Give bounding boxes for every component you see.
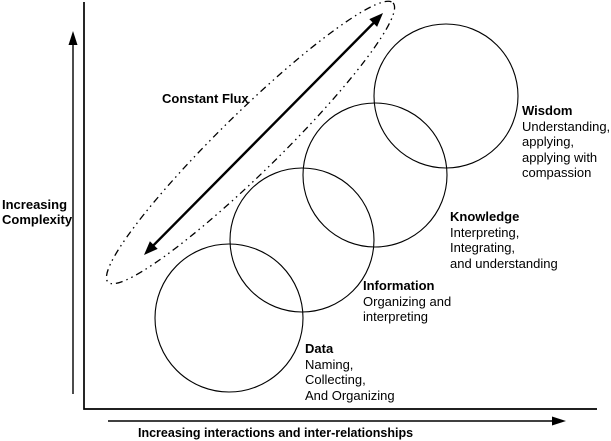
stage-description-line: compassion	[522, 165, 592, 180]
stage-description-line: Interpreting,	[450, 224, 520, 240]
stage-label-data: Data Naming, Collecting, And Organizing	[305, 341, 395, 403]
x-axis-arrowhead-icon	[552, 416, 566, 426]
flux-arrowhead-up-icon	[369, 13, 383, 27]
stage-label-wisdom: Wisdom Understanding, applying, applying…	[522, 103, 610, 181]
stage-description-line: Organizing and	[363, 293, 452, 309]
stage-label-knowledge: Knowledge Interpreting, Integrating, and…	[450, 209, 558, 271]
y-axis-label: Increasing Complexity	[2, 197, 72, 227]
constant-flux-label: Constant Flux	[162, 91, 249, 106]
stage-description-line: and understanding	[450, 255, 558, 271]
stage-description-line: And Organizing	[305, 387, 395, 403]
stage-label-information: Information Organizing and interpreting	[363, 278, 451, 325]
plot-frame	[83, 2, 597, 410]
stage-name: Information	[363, 278, 435, 293]
stage-name: Wisdom	[522, 103, 573, 118]
stage-description-line: Naming,	[305, 356, 354, 372]
information-circle	[229, 167, 375, 313]
y-axis-label-line: Increasing	[2, 197, 68, 212]
stage-description-line: applying,	[522, 134, 575, 149]
constant-flux-ellipse	[105, 0, 396, 285]
stage-description-line: Integrating,	[450, 240, 516, 255]
stage-description-line: Understanding,	[522, 118, 611, 134]
stage-description-line: applying with	[522, 149, 598, 165]
y-axis-label-line: Complexity	[2, 212, 73, 227]
knowledge-circle	[302, 102, 448, 248]
stage-description-line: Collecting,	[305, 372, 366, 387]
flux-arrowhead-down-icon	[144, 241, 158, 255]
stage-name: Data	[305, 341, 334, 356]
y-axis-arrowhead-icon	[68, 31, 78, 45]
stage-name: Knowledge	[450, 209, 520, 224]
stage-description-line: interpreting	[363, 309, 429, 324]
wisdom-circle	[373, 23, 519, 169]
flux-arrow-line	[149, 19, 378, 250]
x-axis-label: Increasing interactions and inter-relati…	[138, 426, 414, 440]
data-circle	[154, 243, 304, 393]
